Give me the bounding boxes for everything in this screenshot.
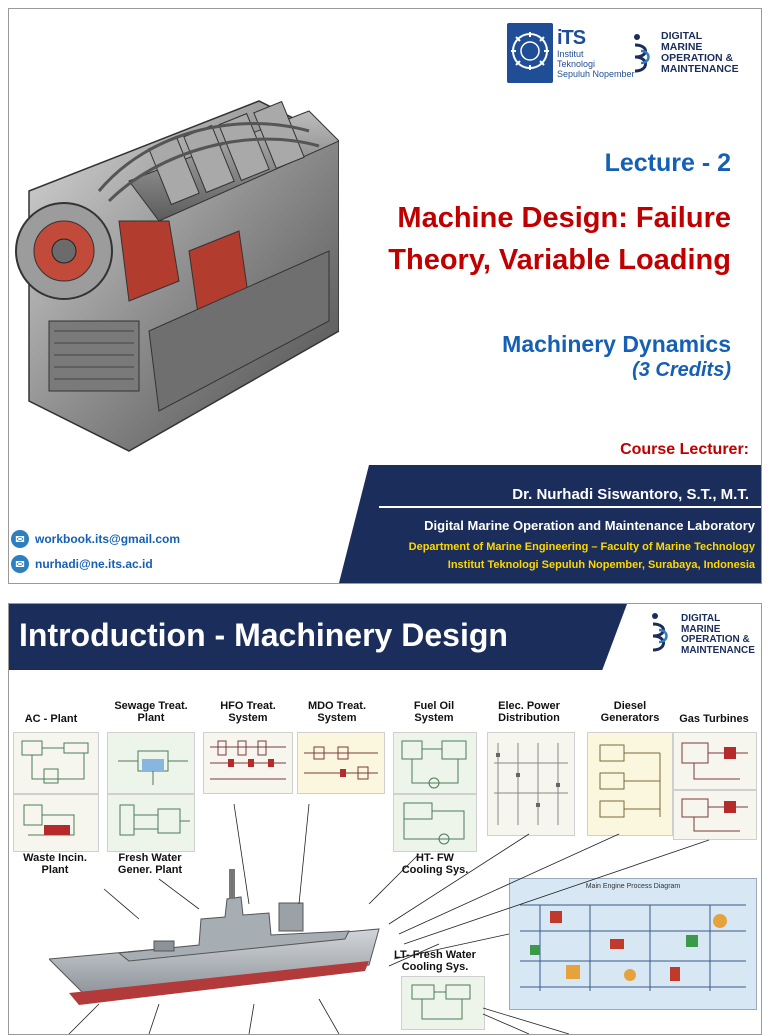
its-line3: Sepuluh Nopember (557, 69, 635, 79)
title-line-1: Machine Design: Failure (397, 202, 731, 234)
diagram-hfo (203, 732, 293, 794)
email-link-1[interactable]: workbook.its@gmail.com (35, 532, 181, 546)
dmom-wave-icon (634, 34, 650, 73)
diagram-waste-incin (13, 794, 99, 852)
diagram-elec-power (487, 732, 575, 836)
title-line-2: Theory, Variable Loading (388, 244, 731, 276)
its-emblem-icon (507, 23, 553, 83)
course-credits: (3 Credits) (632, 359, 731, 381)
lecturer-name: Dr. Nurhadi Siswantoro, S.T., M.T. (512, 486, 749, 503)
process-schematic (520, 904, 746, 991)
label-fuel-oil: Fuel Oil System (413, 700, 455, 724)
dmom-line3: OPERATION & (681, 634, 750, 645)
email-row-1: ✉ workbook.its@gmail.com (11, 530, 180, 548)
dmom-line4: MAINTENANCE (681, 644, 755, 656)
its-line1: Institut (557, 49, 584, 59)
department-name: Department of Marine Engineering – Facul… (408, 541, 755, 553)
diagram-ac-plant (13, 732, 99, 794)
diagram-lt-fw (401, 976, 485, 1030)
diagram-mdo (297, 732, 385, 794)
label-fresh-water: Fresh Water Gener. Plant (117, 852, 183, 876)
label-sewage: Sewage Treat. Plant (114, 700, 188, 724)
label-hfo: HFO Treat. System (220, 700, 276, 724)
email-row-2: ✉ nurhadi@ne.its.ac.id (11, 555, 153, 573)
slide-header: Introduction - Machinery Design DIGITAL … (9, 604, 761, 670)
label-diesel: Diesel Generators (600, 700, 660, 724)
frigate-illustration (49, 869, 380, 1005)
label-mdo: MDO Treat. System (307, 700, 367, 724)
email-link-2[interactable]: nurhadi@ne.its.ac.id (35, 557, 153, 571)
diagram-diesel (587, 732, 673, 836)
label-gas-turbines: Gas Turbines (679, 713, 749, 725)
mail-icon: ✉ (11, 555, 29, 573)
institute-name: Institut Teknologi Sepuluh Nopember, Sur… (447, 559, 755, 571)
diagram-fresh-water (107, 794, 195, 852)
main-engine-process-diagram: Main Engine Process Diagram (509, 878, 757, 1010)
its-line2: Teknologi (557, 59, 596, 69)
its-wordmark: iTS Institut Teknologi Sepuluh Nopember (557, 27, 635, 79)
dmom-line1: DIGITAL (681, 613, 721, 624)
dmom-line2: MARINE (681, 623, 721, 635)
slide-title: Introduction - Machinery Design (19, 617, 508, 653)
dmom-line1: DIGITAL (661, 30, 703, 42)
dmom-logo: DIGITAL MARINE OPERATION & MAINTENANCE (649, 610, 761, 666)
label-waste-incin: Waste Incin. Plant (23, 852, 87, 876)
lecture-number: Lecture - 2 (604, 149, 731, 177)
process-diagram-title: Main Engine Process Diagram (585, 883, 681, 890)
label-elec-power: Elec. Power Distribution (498, 700, 560, 724)
banner-slant (339, 465, 369, 583)
dmom-line4: MAINTENANCE (661, 63, 739, 75)
diagram-gas-turbine-2 (673, 790, 757, 840)
header-bar (9, 604, 627, 670)
mail-icon: ✉ (11, 530, 29, 548)
header-logos: iTS Institut Teknologi Sepuluh Nopember … (501, 19, 761, 89)
banner-divider (379, 506, 761, 508)
diagram-fuel-oil (393, 732, 477, 794)
course-name: Machinery Dynamics (502, 331, 731, 357)
lecturer-banner (369, 465, 761, 583)
engine-cutaway-illustration (15, 100, 339, 452)
label-ac-plant: AC - Plant (24, 713, 78, 725)
title-slide: iTS Institut Teknologi Sepuluh Nopember … (8, 8, 762, 584)
slide-title: Machine Design: Failure Theory, Variable… (388, 197, 731, 281)
its-abbr: iTS (557, 27, 586, 49)
intro-slide: Introduction - Machinery Design DIGITAL … (8, 603, 762, 1035)
diagram-ht-fw (393, 794, 477, 852)
label-ht-fw: HT- FW Cooling Sys. (401, 852, 469, 876)
diagram-gas-turbine-1 (673, 732, 757, 790)
diagram-sewage (107, 732, 195, 794)
label-lt-fw: LT- Fresh Water Cooling Sys. (394, 949, 476, 973)
lecturer-label: Course Lecturer: (620, 441, 749, 458)
dmom-line2: MARINE (661, 41, 703, 53)
lab-name: Digital Marine Operation and Maintenance… (424, 518, 755, 533)
dmom-line3: OPERATION & (661, 52, 734, 64)
dmom-wave-icon (652, 613, 668, 652)
